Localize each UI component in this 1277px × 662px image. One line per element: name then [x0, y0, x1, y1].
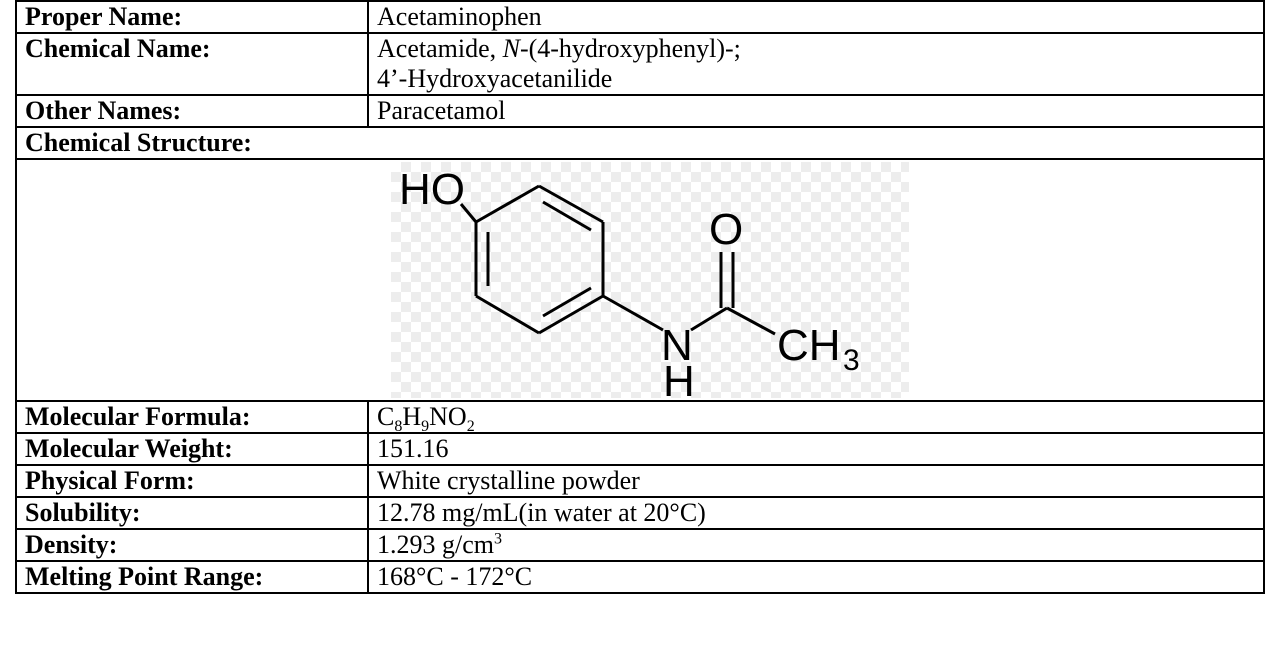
- ring-n-bond: [602, 294, 664, 332]
- chemical-name-part-b: -(4-hydroxyphenyl)-;: [519, 34, 741, 63]
- formula-c-count: 8: [394, 418, 403, 436]
- density-main: 1.293 g/cm: [377, 530, 494, 559]
- row-molecular-formula: Molecular Formula: C8H9NO2: [15, 400, 1265, 436]
- value-chemical-name: Acetamide, N-(4-hydroxyphenyl)-; 4’-Hydr…: [367, 32, 1265, 96]
- label-physical-form: Physical Form:: [15, 464, 369, 498]
- row-chemical-structure-image: HO O N H CH 3: [15, 158, 1265, 402]
- value-density: 1.293 g/cm3: [367, 528, 1265, 562]
- value-molecular-formula: C8H9NO2: [367, 400, 1265, 436]
- benzene-ring: [459, 184, 776, 336]
- label-melting-point: Melting Point Range:: [15, 560, 369, 594]
- label-molecular-formula: Molecular Formula:: [15, 400, 369, 434]
- chemical-name-line-2: 4’-Hydroxyacetanilide: [377, 64, 613, 93]
- label-other-names: Other Names:: [15, 94, 369, 128]
- formula-no: NO: [429, 402, 467, 431]
- atom-n: N: [661, 321, 693, 370]
- row-density: Density: 1.293 g/cm3: [15, 528, 1265, 562]
- chemical-name-line-1: Acetamide, N-(4-hydroxyphenyl)-;: [377, 34, 1255, 64]
- atom-ho: HO: [399, 165, 465, 214]
- value-proper-name: Acetaminophen: [367, 0, 1265, 34]
- structure-wrap: HO O N H CH 3: [17, 160, 1263, 400]
- row-melting-point: Melting Point Range: 168°C - 172°C: [15, 560, 1265, 594]
- label-chemical-structure: Chemical Structure:: [15, 126, 1265, 160]
- ring-bond-2: [538, 184, 604, 224]
- n-c-bond: [690, 306, 728, 332]
- structure-drawing: HO O N H CH 3: [399, 165, 860, 398]
- formula-h-count: 9: [421, 418, 430, 436]
- label-proper-name: Proper Name:: [15, 0, 369, 34]
- label-solubility: Solubility:: [15, 496, 369, 530]
- value-melting-point: 168°C - 172°C: [367, 560, 1265, 594]
- atom-ch: CH: [777, 321, 841, 370]
- atom-labels: HO O N H CH 3: [399, 165, 860, 398]
- value-solubility: 12.78 mg/mL(in water at 20°C): [367, 496, 1265, 530]
- properties-table: Proper Name: Acetaminophen Chemical Name…: [15, 0, 1265, 594]
- density-superscript: 3: [494, 530, 502, 548]
- chemical-name-part-a: Acetamide,: [377, 34, 503, 63]
- label-density: Density:: [15, 528, 369, 562]
- atom-ch-subscript: 3: [843, 344, 860, 377]
- chemical-name-italic-n: N: [502, 34, 520, 63]
- value-physical-form: White crystalline powder: [367, 464, 1265, 498]
- row-other-names: Other Names: Paracetamol: [15, 94, 1265, 128]
- row-molecular-weight: Molecular Weight: 151.16: [15, 432, 1265, 466]
- row-physical-form: Physical Form: White crystalline powder: [15, 464, 1265, 498]
- structure-cell: HO O N H CH 3: [15, 158, 1265, 402]
- ring-bond-1: [475, 184, 540, 224]
- atom-h: H: [663, 357, 695, 398]
- ring-bond-5: [475, 294, 540, 335]
- formula-h: H: [402, 402, 422, 431]
- label-molecular-weight: Molecular Weight:: [15, 432, 369, 466]
- row-proper-name: Proper Name: Acetaminophen: [15, 0, 1265, 34]
- row-chemical-structure-header: Chemical Structure:: [15, 126, 1265, 160]
- row-solubility: Solubility: 12.78 mg/mL(in water at 20°C…: [15, 496, 1265, 530]
- value-other-names: Paracetamol: [367, 94, 1265, 128]
- c-ch3-bond: [726, 306, 776, 336]
- ho-bond: [459, 203, 478, 223]
- row-chemical-name: Chemical Name: Acetamide, N-(4-hydroxyph…: [15, 32, 1265, 96]
- acetaminophen-structure-image: HO O N H CH 3: [391, 162, 909, 398]
- formula-c: C: [377, 402, 395, 431]
- ring-double-1: [542, 200, 592, 232]
- atom-o: O: [709, 205, 743, 254]
- ring-bond-4: [538, 294, 604, 335]
- properties-sheet: Proper Name: Acetaminophen Chemical Name…: [15, 0, 1265, 594]
- formula-o-count: 2: [466, 418, 475, 436]
- ring-double-2: [542, 286, 592, 318]
- label-chemical-name: Chemical Name:: [15, 32, 369, 96]
- value-molecular-weight: 151.16: [367, 432, 1265, 466]
